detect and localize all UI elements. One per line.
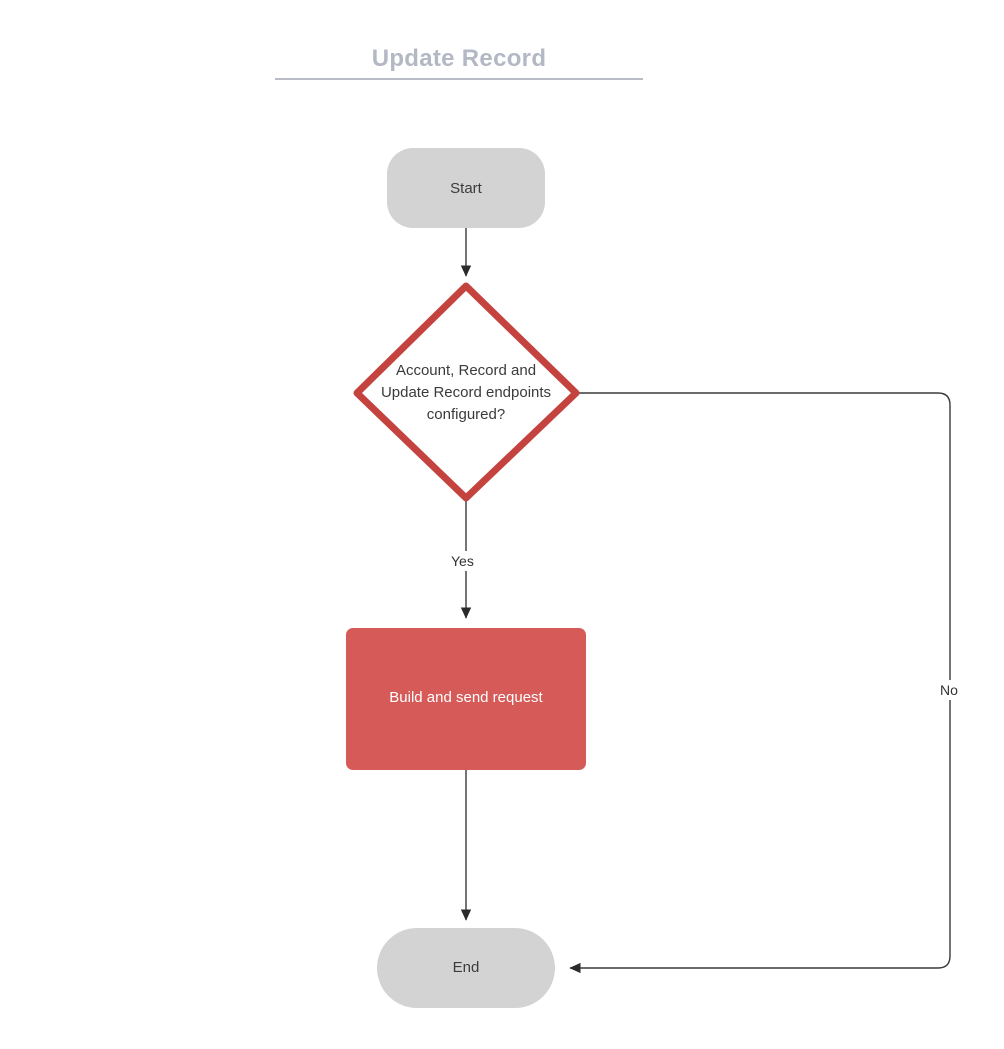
node-decision[interactable] xyxy=(353,282,580,502)
page-title: Update Record xyxy=(371,45,547,72)
node-start[interactable] xyxy=(387,148,545,228)
node-process[interactable] xyxy=(346,628,586,770)
node-end[interactable] xyxy=(377,928,555,1008)
title-divider xyxy=(275,78,643,80)
edge-label-no: No xyxy=(936,680,962,700)
edge-label-yes: Yes xyxy=(447,551,478,571)
edge-decision-no-to-end xyxy=(569,392,951,974)
